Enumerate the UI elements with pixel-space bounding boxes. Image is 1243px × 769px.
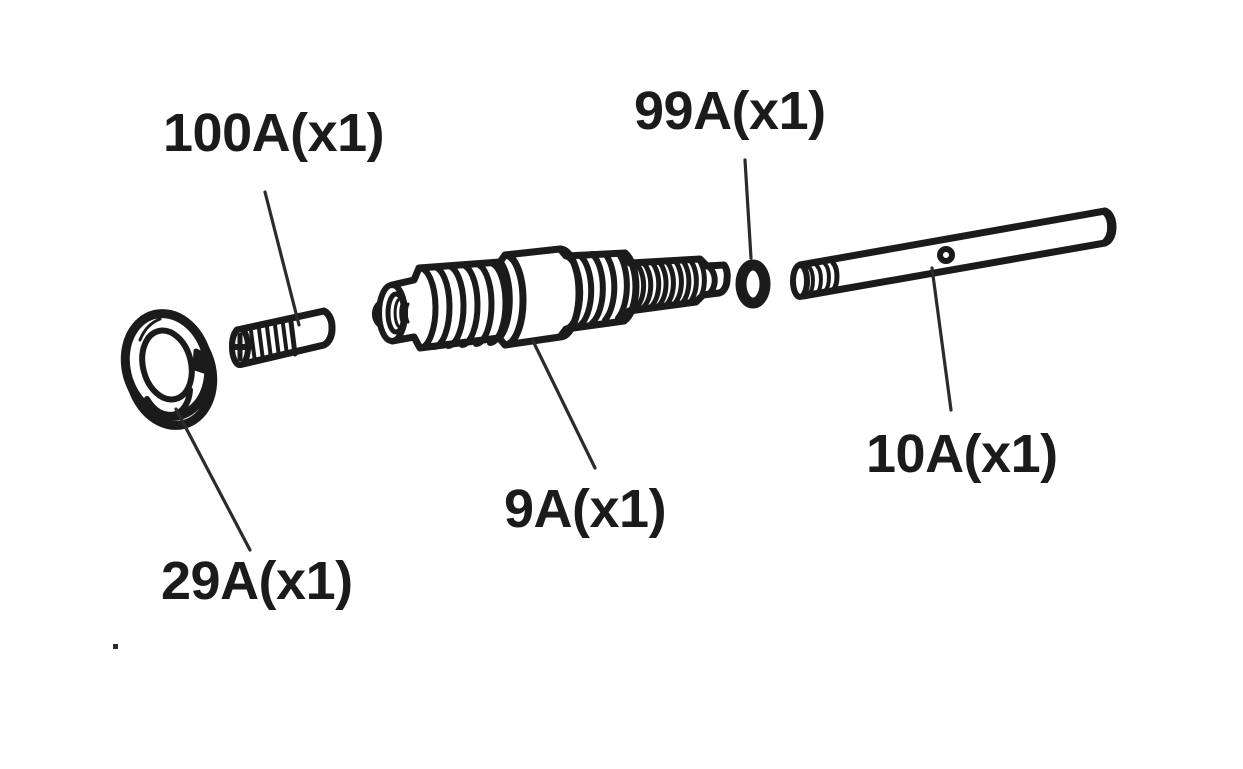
leader-line-29a <box>174 407 252 552</box>
part-29a-split-lock-washer <box>120 309 218 430</box>
leader-line-9a <box>531 339 597 470</box>
part-100a-slotted-screw <box>229 307 336 368</box>
corner-registration-mark <box>113 644 118 649</box>
part-9a-threaded-valve-stem <box>371 245 731 352</box>
leader-line-100a <box>263 190 301 327</box>
leader-line-99a <box>743 158 753 260</box>
part-label-10a: 10A(x1) <box>866 424 1058 484</box>
part-label-100a: 100A(x1) <box>163 103 385 163</box>
part-label-9a: 9A(x1) <box>504 479 667 539</box>
part-label-99a: 99A(x1) <box>634 81 826 141</box>
leader-line-10a <box>930 266 953 412</box>
leader-lines <box>174 158 953 552</box>
part-label-29a: 29A(x1) <box>161 551 353 611</box>
part-99a-o-ring <box>735 259 771 309</box>
part-10a-actuator-rod <box>790 207 1117 300</box>
